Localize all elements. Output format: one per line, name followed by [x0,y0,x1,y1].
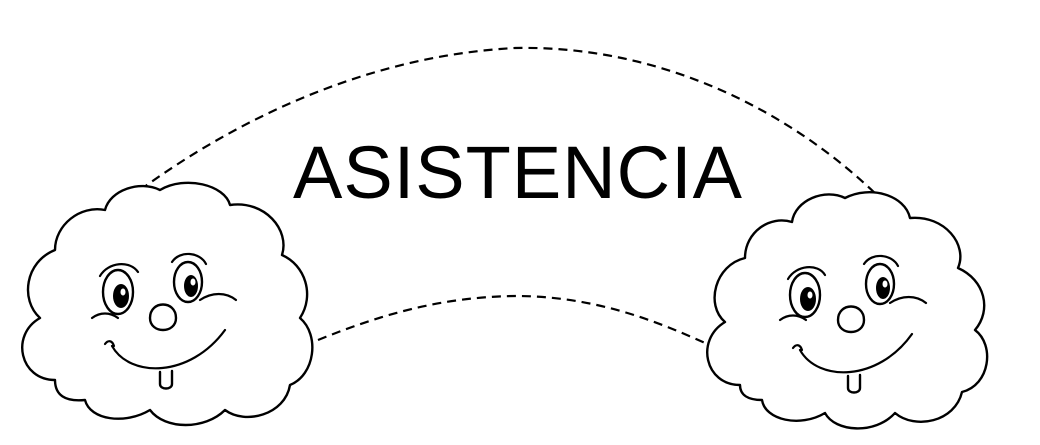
rainbow-outer-dashed-arc [139,46,881,199]
left-cloud-icon [21,181,314,427]
banner-title-text: ASISTENCIA [293,131,743,214]
right-cloud-icon [706,191,989,430]
rainbow-inner-dashed-arc [317,294,706,345]
banner-title: ASISTENCIA [0,128,1040,218]
